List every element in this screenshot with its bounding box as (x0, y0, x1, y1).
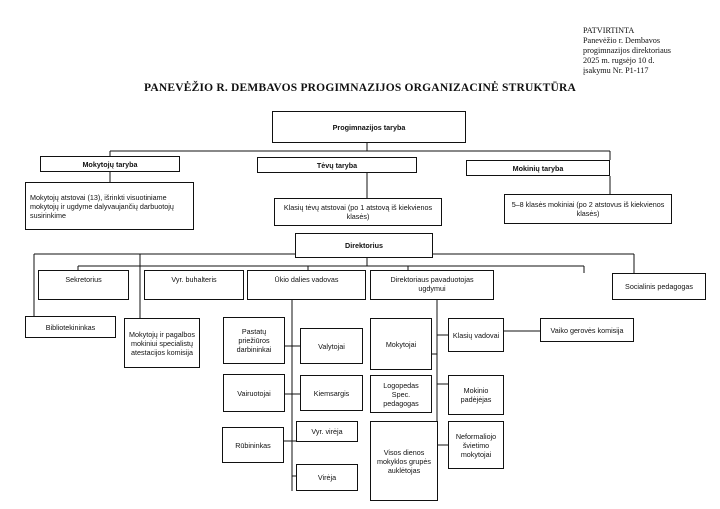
node-pastatu-prieziuros: Pastatų priežiūros darbininkai (223, 317, 285, 364)
node-kiemsargis: Kiemsargis (300, 375, 363, 411)
node-mokinio-padejejas: Mokinio padėjėjas (448, 375, 504, 415)
node-tevu-taryba-desc: Klasių tėvų atstovai (po 1 atstovą iš ki… (274, 198, 442, 226)
node-valytojai: Valytojai (300, 328, 363, 364)
node-mokytoju-taryba-desc: Mokytojų atstovai (13), išrinkti visuoti… (25, 182, 194, 230)
node-pavaduotojas: Direktoriaus pavaduotojas ugdymui (370, 270, 494, 300)
node-neformaliojo-mokytojai: Neformaliojo švietimo mokytojai (448, 421, 504, 469)
node-vyr-vireja: Vyr. virėja (296, 421, 358, 442)
node-progimnazijos-taryba: Progimnazijos taryba (272, 111, 466, 143)
node-vairuotojai: Vairuotojai (223, 374, 285, 412)
node-mokiniu-taryba: Mokinių taryba (466, 160, 610, 176)
approval-line: įsakymu Nr. P1-117 (583, 66, 649, 75)
node-mokytojai: Mokytojai (370, 318, 432, 370)
node-vyr-buhalteris: Vyr. buhalteris (144, 270, 244, 300)
node-ukio-vadovas: Ūkio dalies vadovas (247, 270, 366, 300)
node-visos-dienos-aukletojas: Visos dienos mokyklos grupės auklėtojas (370, 421, 438, 501)
node-sekretorius: Sekretorius (38, 270, 129, 300)
approval-note: PATVIRTINTA Panevėžio r. Dembavos progim… (583, 26, 713, 76)
node-bibliotekininkas: Bibliotekininkas (25, 316, 116, 338)
approval-line: 2025 m. rugsėjo 10 d. (583, 56, 655, 65)
node-logopedas: Logopedas Spec. pedagogas (370, 375, 432, 413)
node-klasiu-vadovai: Klasių vadovai (448, 318, 504, 352)
node-mokytoju-taryba: Mokytojų taryba (40, 156, 180, 172)
node-socialinis-pedagogas: Socialinis pedagogas (612, 273, 706, 300)
node-atestacijos-komisija: Mokytojų ir pagalbos mokiniui specialist… (124, 318, 200, 368)
node-vaiko-geroves-komisija: Vaiko gerovės komisija (540, 318, 634, 342)
node-direktorius: Direktorius (295, 233, 433, 258)
approval-line: progimnazijos direktoriaus (583, 46, 671, 55)
node-vireja: Virėja (296, 464, 358, 491)
approval-line: Panevėžio r. Dembavos (583, 36, 661, 45)
approval-line: PATVIRTINTA (583, 26, 635, 35)
page-title: PANEVĖŽIO R. DEMBAVOS PROGIMNAZIJOS ORGA… (143, 82, 577, 94)
node-tevu-taryba: Tėvų taryba (257, 157, 417, 173)
node-rubininkas: Rūbininkas (222, 427, 284, 463)
node-mokiniu-taryba-desc: 5–8 klasės mokiniai (po 2 atstovus iš ki… (504, 194, 672, 224)
